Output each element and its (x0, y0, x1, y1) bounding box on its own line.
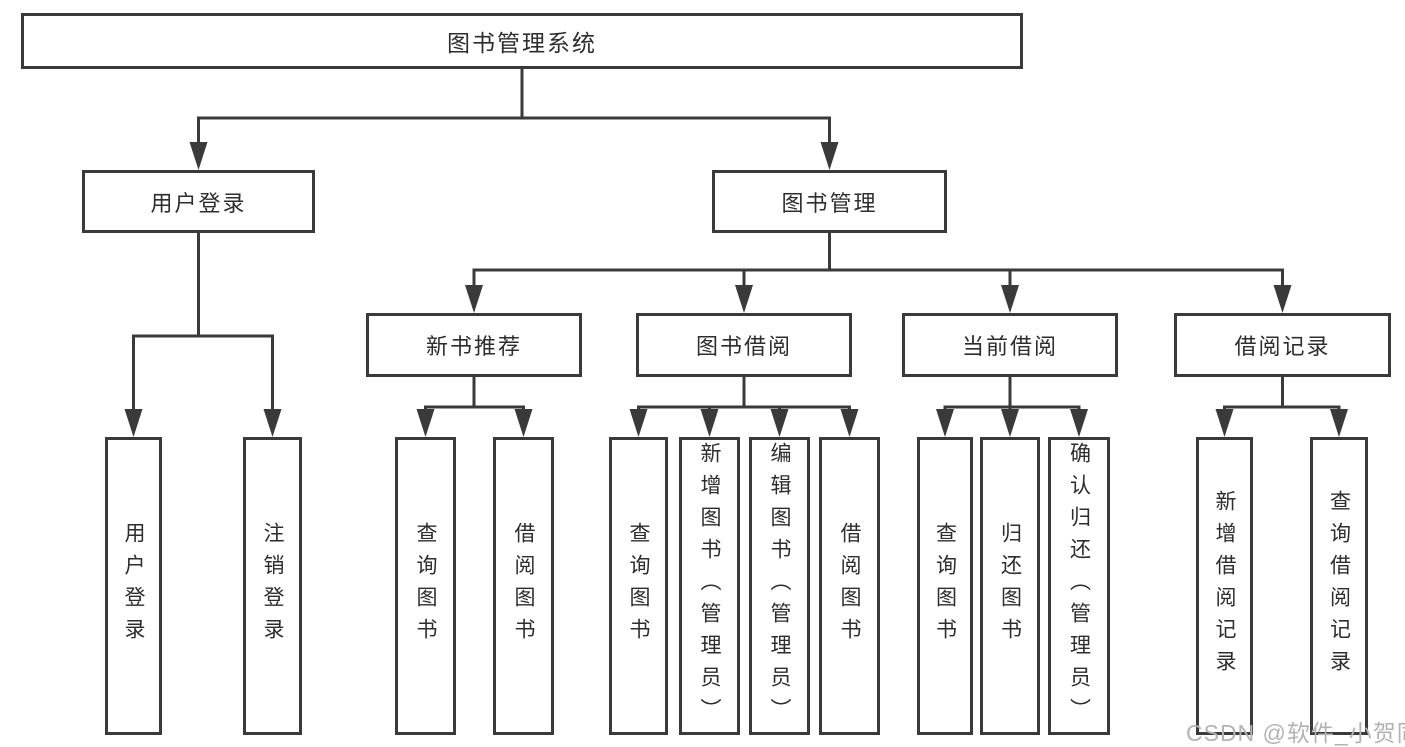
leaf-query-books-recommend: 查询图书 (395, 437, 456, 735)
leaf-confirm-return-admin: 确认归还（管理员） (1048, 437, 1110, 735)
node-current-borrow: 当前借阅 (902, 313, 1118, 377)
csdn-watermark: CSDN @软件_小贺同学 (1186, 720, 1405, 746)
leaf-query-books-current: 查询图书 (917, 437, 973, 735)
node-label: 查询图书 (627, 522, 650, 650)
node-label: 确认归还（管理员） (1067, 442, 1091, 730)
node-label: 图书管理 (781, 190, 878, 216)
leaf-edit-books-admin: 编辑图书（管理员） (749, 437, 810, 735)
node-label: 新书推荐 (425, 334, 522, 359)
node-borrow-records: 借阅记录 (1174, 313, 1391, 377)
node-new-book-recommend: 新书推荐 (366, 313, 582, 377)
node-label: 当前借阅 (961, 334, 1058, 359)
leaf-add-books-admin: 新增图书（管理员） (679, 437, 740, 735)
node-label: 借阅图书 (512, 522, 535, 650)
leaf-borrow-books: 借阅图书 (819, 437, 880, 735)
node-user-login: 用户登录 (82, 170, 315, 233)
leaf-return-books: 归还图书 (980, 437, 1040, 735)
node-label: 查询借阅记录 (1327, 490, 1351, 682)
node-label: 用户登录 (122, 522, 145, 650)
leaf-query-books-borrow: 查询图书 (609, 437, 668, 735)
node-label: 查询图书 (933, 522, 957, 650)
node-label: 借阅记录 (1234, 334, 1331, 359)
node-label: 借阅图书 (838, 522, 861, 650)
leaf-logout: 注销登录 (243, 437, 302, 735)
node-label: 图书借阅 (695, 334, 792, 359)
leaf-query-borrow-record: 查询借阅记录 (1310, 437, 1368, 735)
node-label: 归还图书 (998, 522, 1022, 650)
node-label: 查询图书 (414, 522, 437, 650)
node-library-management-system: 图书管理系统 (21, 13, 1023, 69)
node-label: 用户登录 (150, 190, 247, 216)
node-label: 新增借阅记录 (1213, 490, 1236, 682)
leaf-add-borrow-record: 新增借阅记录 (1196, 437, 1253, 735)
node-label: 图书管理系统 (447, 30, 597, 56)
leaf-user-login: 用户登录 (105, 437, 162, 735)
leaf-borrow-books-recommend: 借阅图书 (493, 437, 554, 735)
node-book-management: 图书管理 (712, 170, 947, 233)
node-label: 新增图书（管理员） (698, 442, 721, 730)
node-label: 编辑图书（管理员） (768, 442, 791, 730)
node-book-borrow: 图书借阅 (636, 313, 852, 377)
node-label: 注销登录 (261, 522, 284, 650)
